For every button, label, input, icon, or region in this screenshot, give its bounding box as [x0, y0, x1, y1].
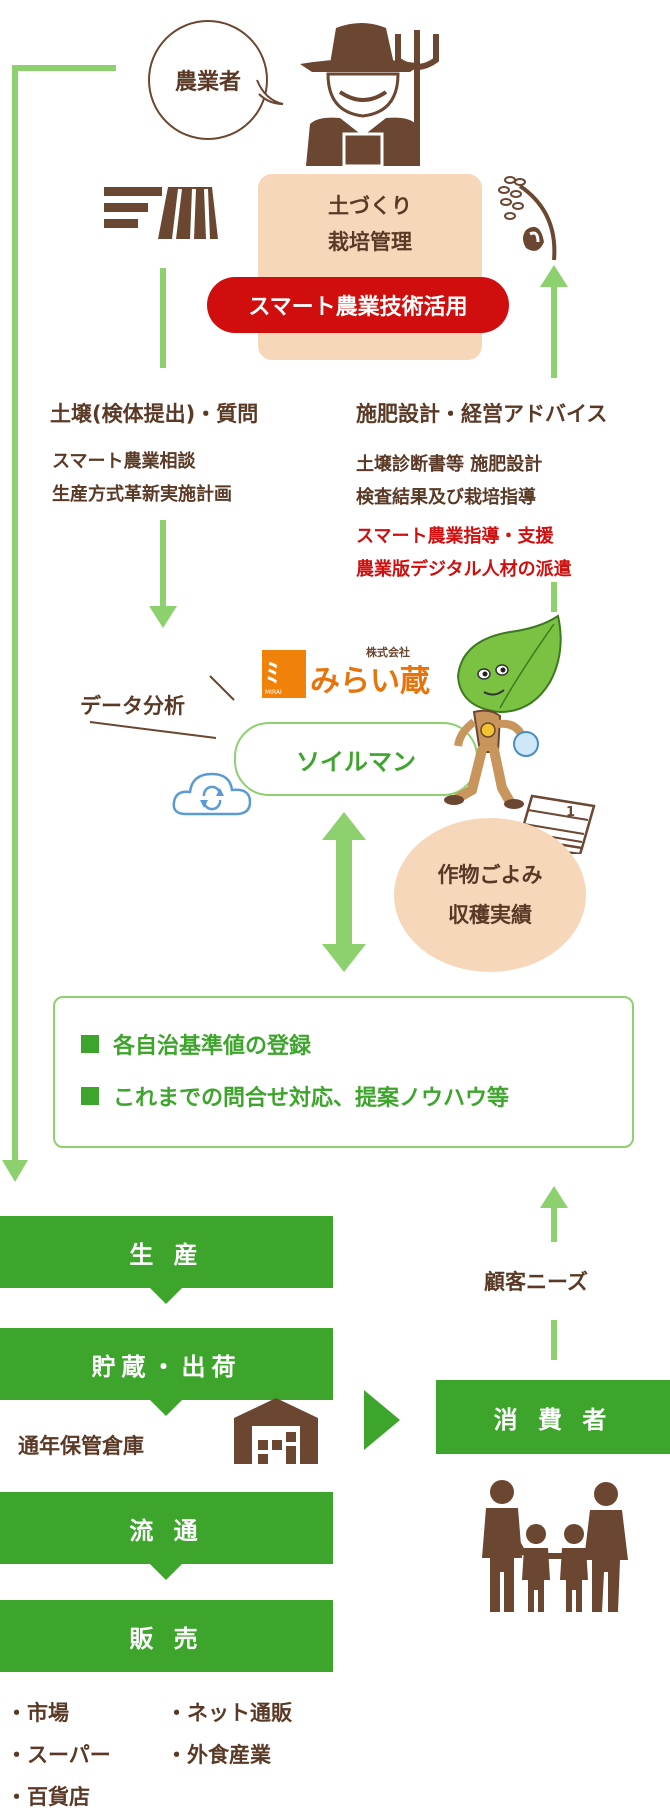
- arrow-down-icon: [149, 606, 177, 628]
- channel-supermarket: ・スーパー: [6, 1743, 111, 1767]
- farmer-label: 農業者: [174, 70, 241, 95]
- left-flow-item1: スマート農業相談: [52, 451, 196, 472]
- storage-bar: 貯蔵・出荷: [0, 1328, 333, 1400]
- arrow-up-icon: [540, 1186, 568, 1208]
- smart-agriculture-pill: スマート農業技術活用: [207, 277, 509, 333]
- distribution-bar: 流 通: [0, 1492, 333, 1564]
- production-label: 生 産: [129, 1240, 204, 1269]
- rice-icon: [498, 176, 557, 261]
- channel-online: ・ネット通販: [166, 1701, 292, 1725]
- right-flow-red2: 農業版デジタル人材の派遣: [356, 559, 572, 580]
- logo-sub: MIRAI: [265, 689, 282, 696]
- crop-calendar-circle: 作物ごよみ 収穫実績: [394, 818, 586, 972]
- company-name: みらい蔵: [310, 664, 430, 699]
- storage-label: 貯蔵・出荷: [91, 1352, 242, 1381]
- sales-channels-col2: ・ネット通販 ・外食産業: [166, 1692, 292, 1776]
- data-analysis-lines: [89, 675, 235, 739]
- sales-label: 販 売: [129, 1624, 204, 1653]
- channel-market: ・市場: [6, 1701, 69, 1725]
- left-down-line-bottom: [160, 520, 166, 612]
- consumer-label: 消 費 者: [493, 1405, 613, 1434]
- distribution-label: 流 通: [129, 1516, 204, 1545]
- sales-channels-col1: ・市場 ・スーパー ・百貨店: [6, 1692, 111, 1818]
- bubble-tail: [256, 79, 284, 105]
- data-analysis-label: データ分析: [80, 694, 185, 718]
- family-icon: [482, 1480, 628, 1612]
- consumer-bar: 消 費 者: [436, 1380, 670, 1454]
- distribution-notch: [150, 1564, 182, 1580]
- needs-line-bottom: [551, 1320, 557, 1360]
- right-up-line-bottom: [551, 582, 557, 612]
- company-logo-mark: ﾐ MIRAI: [262, 650, 306, 698]
- soilman-label: ソイルマン: [296, 747, 416, 776]
- info-item-1: 各自治基準値の登録: [81, 1028, 311, 1060]
- management-line2: 栽培管理: [328, 230, 412, 254]
- double-arrow-icon: [322, 812, 366, 972]
- warehouse-icon: [234, 1398, 318, 1464]
- database-info-box: 各自治基準値の登録 これまでの問合せ対応、提案ノウハウ等: [53, 996, 634, 1148]
- right-flow-red1: スマート農業指導・支援: [356, 526, 554, 547]
- right-flow-title: 施肥設計・経営アドバイス: [356, 402, 608, 426]
- arrow-up-icon: [540, 265, 568, 287]
- left-return-line-top: [12, 65, 116, 71]
- left-down-line-top: [160, 268, 166, 368]
- customer-needs-label: 顧客ニーズ: [484, 1270, 588, 1294]
- right-up-line-top: [551, 286, 557, 378]
- svg-text:ﾐ: ﾐ: [266, 659, 279, 689]
- channel-department-store: ・百貨店: [6, 1785, 90, 1809]
- info-item-2-text: これまでの問合せ対応、提案ノウハウ等: [113, 1086, 510, 1111]
- storage-note: 通年保管倉庫: [18, 1434, 144, 1458]
- square-bullet-icon: [81, 1087, 99, 1105]
- right-flow-item2: 検査結果及び栽培指導: [356, 487, 536, 508]
- left-flow-title: 土壌(検体提出)・質問: [50, 402, 259, 426]
- soilman-mascot-icon: [444, 614, 562, 809]
- crop-calendar-line1: 作物ごよみ: [437, 863, 543, 887]
- arrow-down-icon: [2, 1160, 28, 1182]
- cloud-sync-icon: [172, 772, 252, 816]
- calendar-page: 1: [566, 805, 575, 820]
- info-item-1-text: 各自治基準値の登録: [113, 1034, 312, 1059]
- farmer-speech-bubble: 農業者: [148, 20, 268, 140]
- left-return-line: [12, 65, 18, 1165]
- soilman-pill: ソイルマン: [234, 722, 478, 796]
- left-flow-item2: 生産方式革新実施計画: [52, 484, 232, 505]
- field-icon: [104, 187, 218, 240]
- production-bar: 生 産: [0, 1216, 333, 1288]
- sales-bar: 販 売: [0, 1600, 333, 1672]
- production-notch: [150, 1288, 182, 1304]
- needs-line-top: [551, 1206, 557, 1242]
- storage-notch: [150, 1400, 182, 1416]
- management-text: 土づくり 栽培管理: [258, 188, 482, 260]
- square-bullet-icon: [81, 1035, 99, 1053]
- management-line1: 土づくり: [328, 194, 412, 218]
- arrow-right-icon: [364, 1390, 400, 1450]
- company-logo: ﾐ MIRAI 株式会社 みらい蔵: [262, 646, 452, 704]
- info-item-2: これまでの問合せ対応、提案ノウハウ等: [81, 1080, 509, 1112]
- company-prefix: 株式会社: [366, 646, 410, 659]
- right-flow-item1: 土壌診断書等 施肥設計: [356, 454, 543, 475]
- crop-calendar-line2: 収穫実績: [448, 903, 532, 927]
- channel-food-service: ・外食産業: [166, 1743, 271, 1767]
- smart-agriculture-label: スマート農業技術活用: [248, 295, 468, 320]
- farmer-icon: [300, 23, 439, 166]
